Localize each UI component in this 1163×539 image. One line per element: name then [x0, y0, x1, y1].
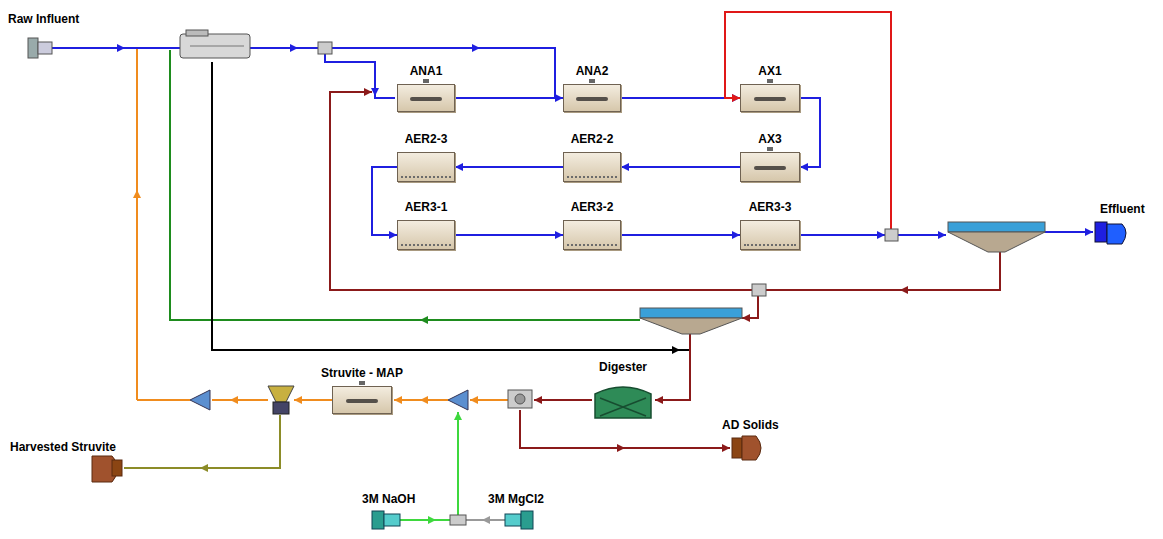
effluent-icon: [1095, 222, 1126, 244]
mixer: [576, 97, 607, 101]
stream-label: 3M NaOH: [360, 488, 417, 508]
unit-label: AX1: [758, 64, 781, 78]
aerobic-tank: AER3-3: [740, 220, 800, 250]
process-pipe: [455, 97, 563, 99]
splitter: [448, 390, 468, 410]
diffuser: [401, 176, 450, 178]
mixed-tank: Struvite - MAP: [332, 386, 392, 414]
process-pipe: [455, 234, 563, 236]
mixed-tank: ANA1: [397, 84, 455, 112]
stream-label: Effluent: [1098, 198, 1147, 218]
mixer-drive: [589, 79, 595, 83]
process-pipe: [621, 166, 740, 168]
naoh-icon: [372, 511, 400, 529]
unit-label: AER2-3: [405, 132, 448, 146]
aerobic-tank: AER2-2: [563, 152, 621, 182]
splitter: [190, 390, 210, 410]
unit-label: Digester: [599, 360, 647, 374]
diffuser: [744, 244, 795, 246]
stream-label: Harvested Struvite: [8, 436, 118, 456]
diffuser: [401, 244, 450, 246]
stream-label: AD Solids: [720, 414, 781, 434]
mixer: [410, 97, 441, 101]
mixed-tank: AX3: [740, 152, 800, 182]
process-pipe: [621, 234, 740, 236]
influent-icon: [28, 38, 52, 58]
thickener: [640, 308, 742, 334]
mixed-tank: AX1: [740, 84, 800, 112]
stream-label: 3M MgCl2: [486, 488, 546, 508]
tee-splitter: [885, 229, 898, 241]
mixer-drive: [767, 79, 773, 83]
unit-label: AER3-1: [405, 200, 448, 214]
recycle-pipe: [725, 12, 891, 235]
digester-shape: [592, 380, 654, 420]
diffuser: [567, 244, 616, 246]
unit-label: Effluent: [1100, 202, 1145, 216]
tee-splitter: [752, 284, 766, 296]
mixer-drive: [767, 147, 773, 151]
mixer: [346, 399, 379, 403]
unit-label: ANA1: [410, 64, 443, 78]
struvite-separator: [268, 386, 294, 414]
stream-label: Raw Influent: [6, 8, 81, 28]
unit-label: Harvested Struvite: [10, 440, 116, 454]
mixer: [754, 166, 787, 170]
tee-splitter: [318, 42, 332, 54]
mixer-drive: [423, 79, 429, 83]
process-pipe: [455, 166, 563, 168]
primary-clarifier: [180, 30, 250, 58]
unit-label: AER3-2: [571, 200, 614, 214]
mixed-tank: ANA2: [563, 84, 621, 112]
chemical-mixer: [450, 515, 466, 525]
unit-label: 3M NaOH: [362, 492, 415, 506]
unit-label: AD Solids: [722, 418, 779, 432]
ad-solids-icon: [732, 436, 761, 460]
process-pipe: [372, 167, 397, 235]
unit-label: Raw Influent: [8, 12, 79, 26]
aerobic-tank: AER3-1: [397, 220, 455, 250]
aerobic-tank: AER2-3: [397, 152, 455, 182]
process-pipe: [621, 97, 740, 99]
aerobic-tank: AER3-2: [563, 220, 621, 250]
unit-label: AER2-2: [571, 132, 614, 146]
unit-label: 3M MgCl2: [488, 492, 544, 506]
digester-vessel: Digester: [592, 380, 654, 420]
process-pipe: [800, 98, 820, 167]
unit-label: AX3: [758, 132, 781, 146]
secondary-clarifier: [948, 222, 1045, 252]
harvested-struvite-icon: [92, 456, 122, 482]
diffuser: [567, 176, 616, 178]
mgcl2-icon: [505, 511, 533, 529]
unit-label: Struvite - MAP: [321, 366, 403, 380]
mixer: [754, 97, 787, 101]
dewatering-unit: [508, 390, 532, 408]
mixer-drive: [359, 381, 365, 385]
unit-label: ANA2: [576, 64, 609, 78]
unit-label: AER3-3: [749, 200, 792, 214]
